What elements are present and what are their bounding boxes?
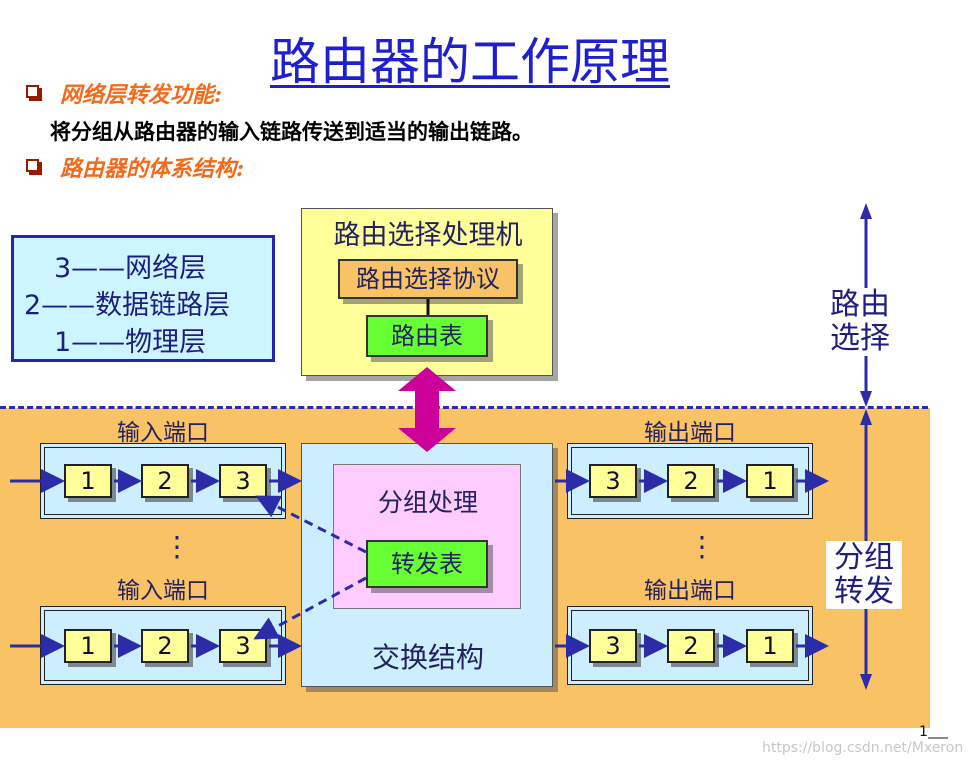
output-physical-layer-cell: 1 [746, 464, 794, 498]
routing-processor-title: 路由选择处理机 [333, 220, 523, 251]
input-network-layer-cell: 3 [219, 464, 267, 498]
legend-network-layer: 3——网络层 [54, 253, 207, 284]
output-datalink-layer-cell: 2 [667, 629, 715, 663]
forwarding-table-box: 转发表 [366, 540, 488, 588]
output-datalink-layer-cell: 2 [667, 464, 715, 498]
forwarding-description: 将分组从路由器的输入链路传送到适当的输出链路。 [50, 119, 533, 144]
bullet-icon [26, 85, 39, 98]
output-network-layer-cell: 3 [589, 464, 637, 498]
output-network-layer-cell: 3 [589, 629, 637, 663]
legend-datalink-layer: 2——数据链路层 [24, 290, 231, 321]
section-heading-forwarding: 网络层转发功能: [60, 82, 223, 108]
input-more-ports-dots: ⋮ [163, 530, 191, 563]
routing-selection-label: 路由 选择 [826, 288, 894, 356]
plane-divider-line [0, 406, 928, 409]
input-port-label: 输入端口 [117, 420, 209, 446]
routing-table-box: 路由表 [366, 315, 488, 357]
routing-protocol-box: 路由选择协议 [338, 259, 518, 299]
layer-legend: 3——网络层 2——数据链路层 1——物理层 [11, 235, 275, 362]
input-physical-layer-cell: 1 [64, 464, 112, 498]
input-datalink-layer-cell: 2 [141, 464, 189, 498]
section-heading-architecture: 路由器的体系结构: [60, 156, 245, 182]
switch-fabric-label: 交换结构 [371, 641, 484, 674]
packet-processing-box: 分组处理 [333, 464, 521, 609]
processor-fabric-double-arrow-icon [398, 367, 456, 452]
bullet-icon [26, 159, 39, 172]
page-number: 1 [919, 724, 928, 740]
legend-physical-layer: 1——物理层 [54, 327, 207, 358]
output-physical-layer-cell: 1 [746, 629, 794, 663]
input-physical-layer-cell: 1 [64, 629, 112, 663]
page-title: 路由器的工作原理 [270, 33, 670, 91]
output-more-ports-dots: ⋮ [688, 530, 716, 563]
packet-forwarding-label: 分组 转发 [826, 541, 902, 609]
input-port-label: 输入端口 [117, 578, 209, 604]
output-port-label: 输出端口 [644, 578, 736, 604]
output-port-label: 输出端口 [644, 420, 736, 446]
packet-processing-label: 分组处理 [377, 488, 478, 517]
watermark: https://blog.csdn.net/Mxeron [762, 740, 964, 756]
input-datalink-layer-cell: 2 [141, 629, 189, 663]
